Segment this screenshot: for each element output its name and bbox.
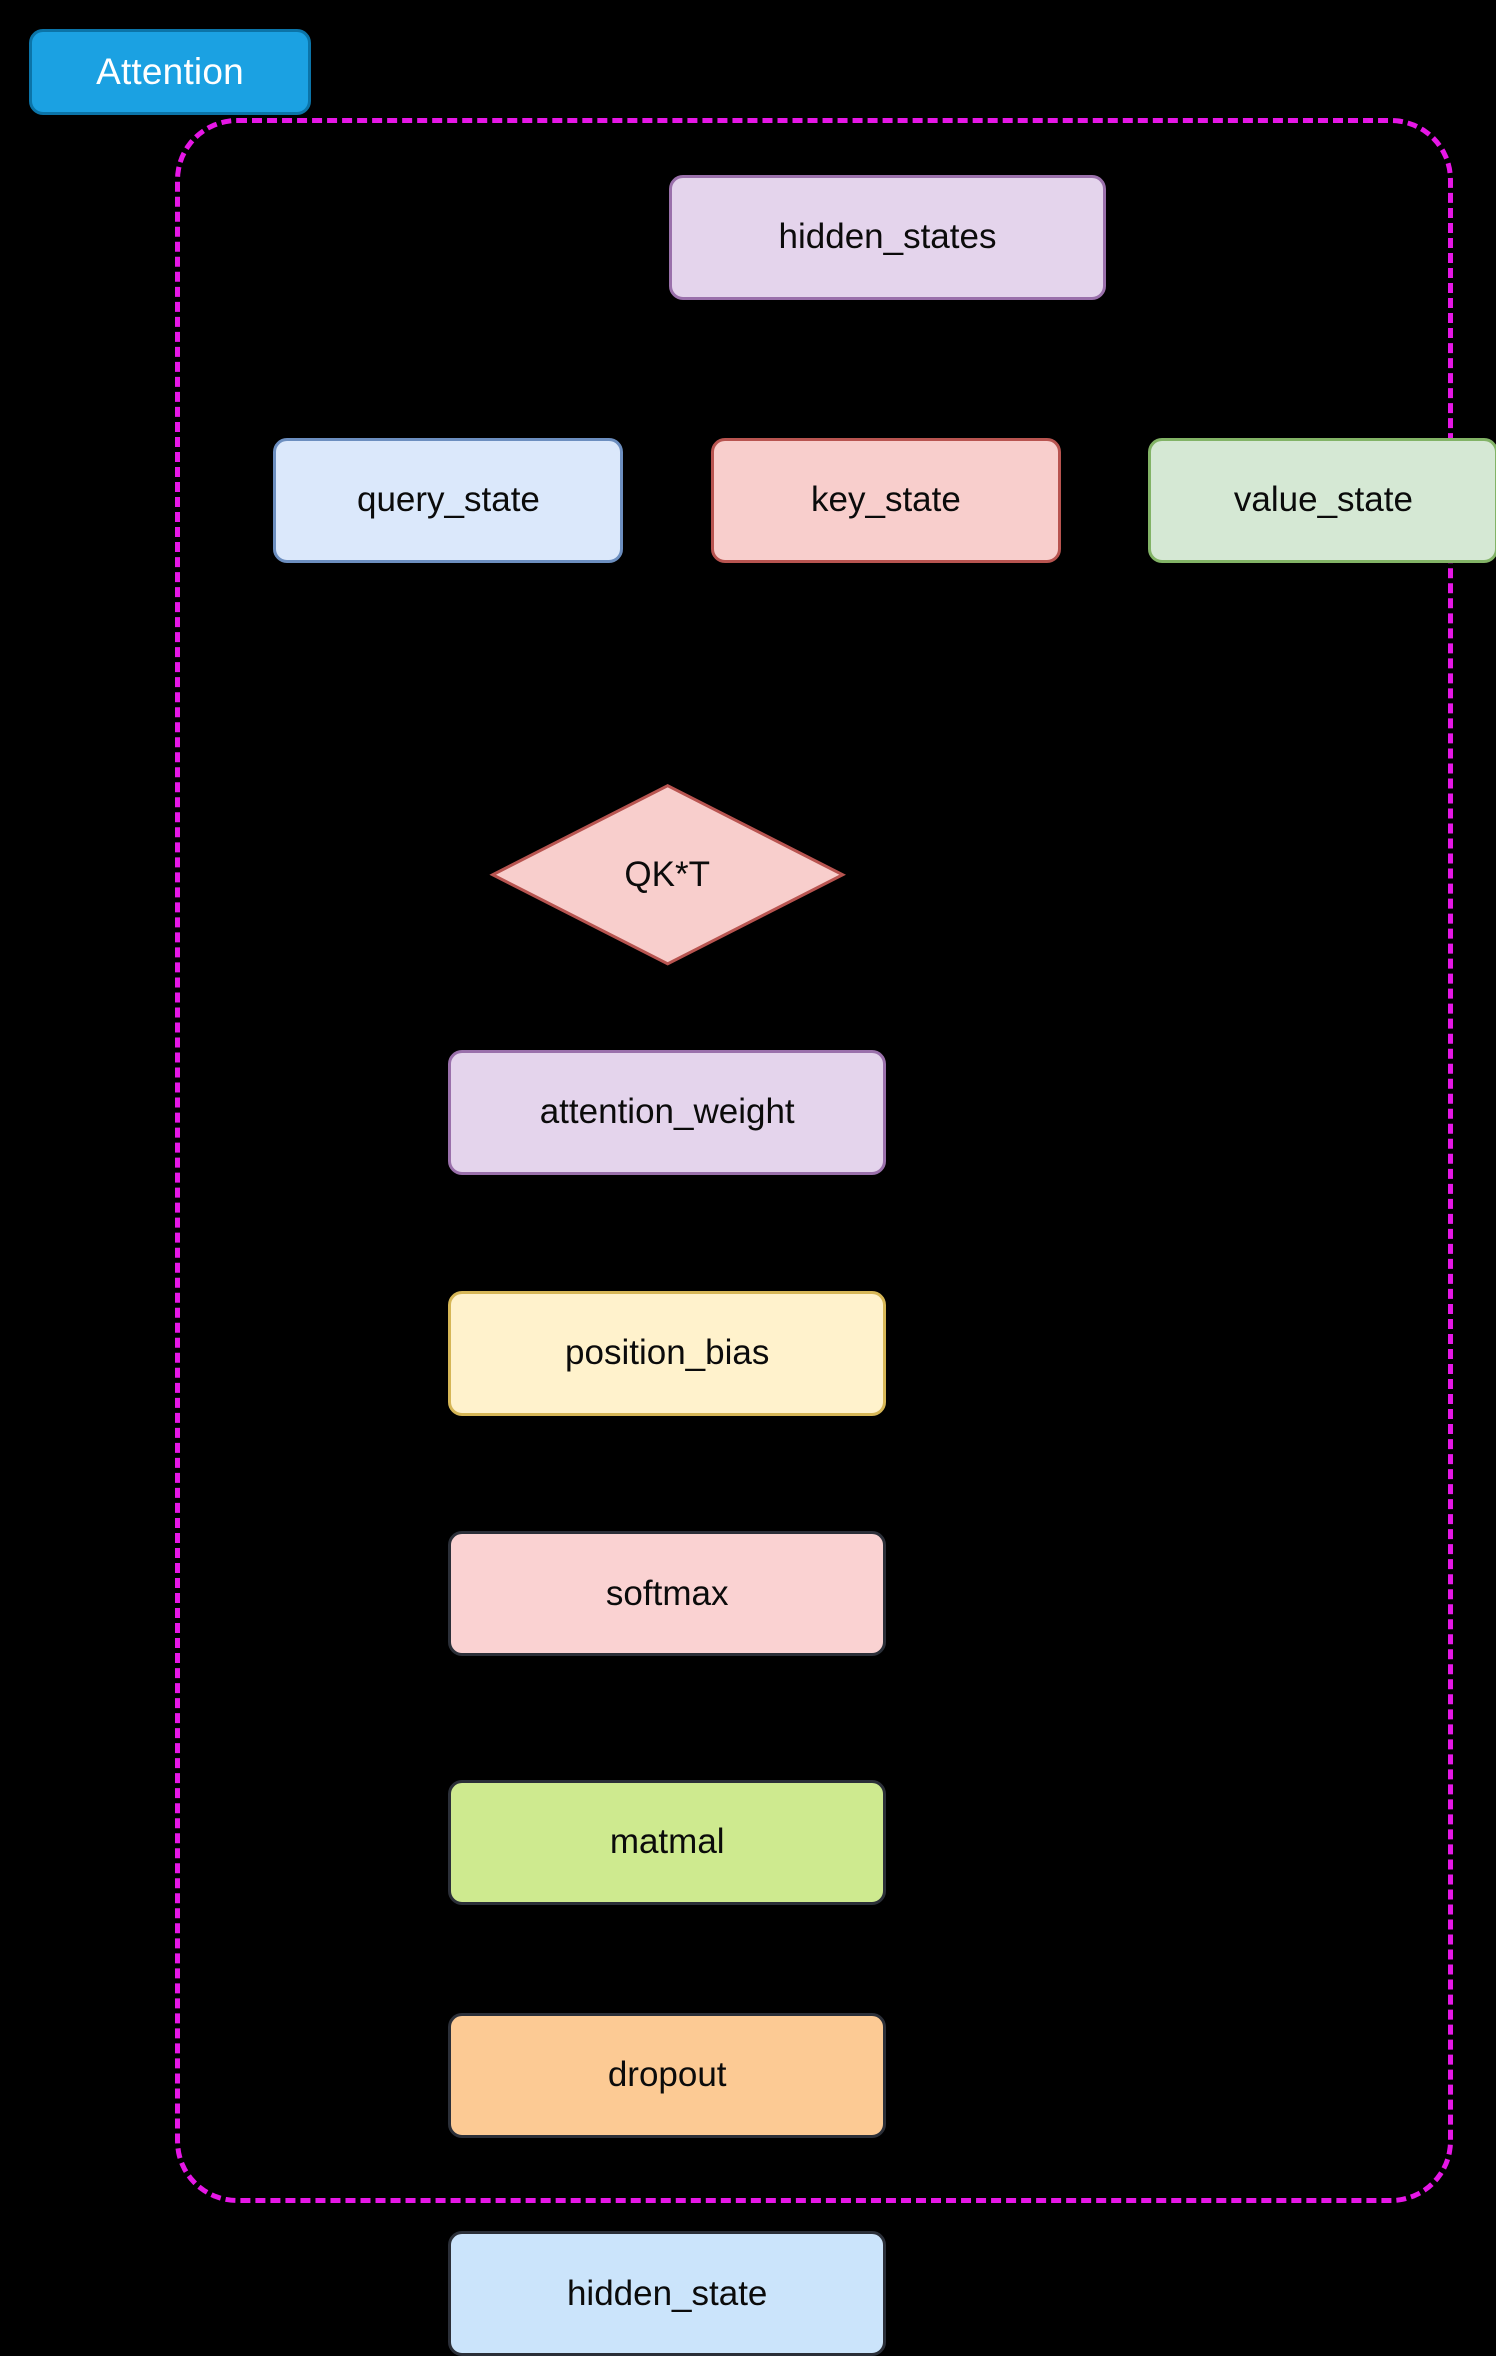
node-matmal[interactable]: matmal [448,1779,886,1905]
node-softmax[interactable]: softmax [448,1531,886,1657]
diagram-canvas: Attention hidden_states query_state key_… [29,29,1496,2356]
subgraph-title-label: Attention [96,51,244,92]
attention-subgraph-boundary [175,118,1453,2203]
node-label-qkt: QK*T [624,855,710,894]
diamond-shape-icon [488,781,847,969]
node-dropout[interactable]: dropout [448,2012,886,2138]
node-hidden-states[interactable]: hidden_states [668,175,1107,300]
node-key-state[interactable]: key_state [710,437,1061,563]
node-label-attention-weight: attention_weight [539,1092,795,1132]
node-label-value-state: value_state [1233,479,1413,519]
node-label-key-state: key_state [811,479,961,519]
node-label-query-state: query_state [356,479,540,519]
node-query-state[interactable]: query_state [273,437,624,563]
node-label-hidden-states: hidden_states [778,217,997,257]
node-label-hidden-state: hidden_state [566,2273,768,2313]
node-value-state[interactable]: value_state [1148,437,1496,563]
node-label-dropout: dropout [607,2054,727,2094]
node-label-matmal: matmal [609,1821,725,1861]
node-attention-weight[interactable]: attention_weight [448,1050,886,1175]
node-label-softmax: softmax [605,1573,729,1613]
node-position-bias[interactable]: position_bias [448,1290,886,1416]
node-hidden-state[interactable]: hidden_state [448,2231,886,2356]
node-label-position-bias: position_bias [565,1332,770,1372]
subgraph-title-attention[interactable]: Attention [29,29,311,115]
node-qkt-diamond[interactable]: QK*T [488,781,847,969]
